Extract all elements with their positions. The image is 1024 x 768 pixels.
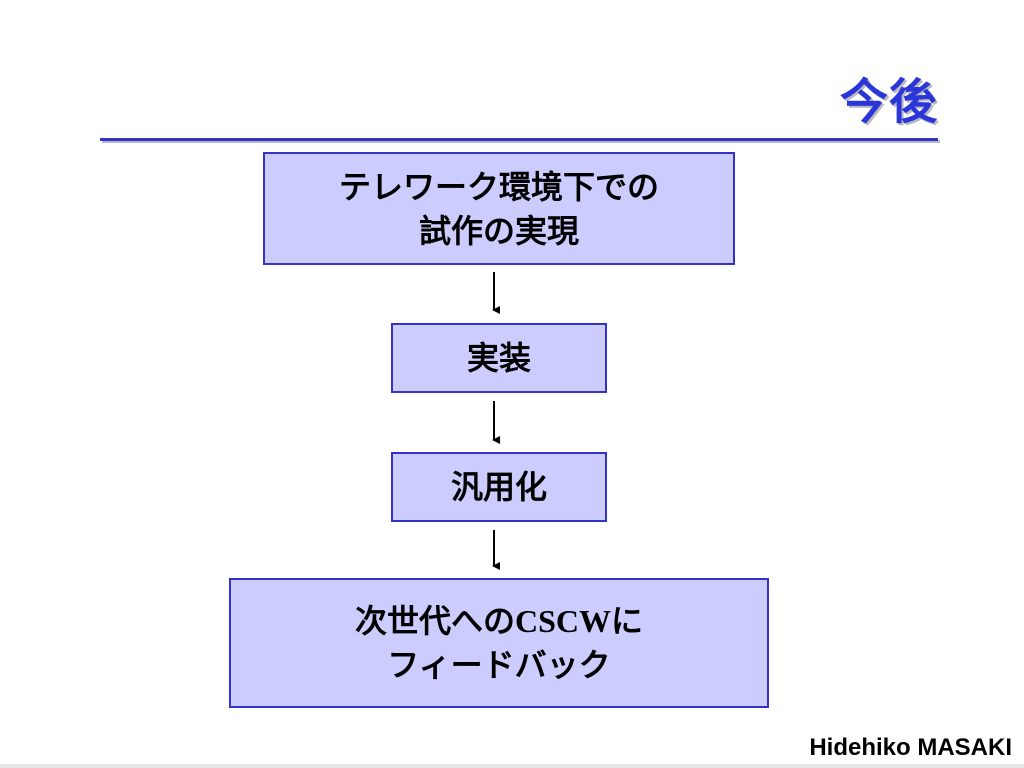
bottom-strip bbox=[0, 764, 1024, 768]
title-underline bbox=[100, 138, 938, 141]
flow-step-feedback-line-2: フィードバック bbox=[387, 646, 611, 684]
author-footer: Hidehiko MASAKI bbox=[809, 734, 1012, 761]
flow-step-feedback-line-1: 次世代へのCSCWに bbox=[355, 599, 643, 643]
flow-step-generalization-label: 汎用化 bbox=[450, 468, 547, 506]
flow-step-feedback-text-b: に bbox=[611, 602, 644, 640]
flow-step-implementation: 実装 bbox=[391, 323, 607, 393]
flow-step-prototype-line-2: 試作の実現 bbox=[418, 211, 579, 250]
flow-step-feedback: 次世代へのCSCWに フィードバック bbox=[229, 578, 769, 708]
slide-title: 今後 bbox=[839, 74, 938, 130]
flow-step-implementation-label: 実装 bbox=[466, 339, 531, 377]
flow-step-prototype: テレワーク環境下での 試作の実現 bbox=[263, 152, 735, 265]
flow-step-feedback-text-cscw: CSCW bbox=[514, 603, 611, 639]
flow-step-feedback-text-a: 次世代への bbox=[354, 602, 515, 640]
flow-step-prototype-line-1: テレワーク環境下での bbox=[338, 167, 659, 206]
flow-step-generalization: 汎用化 bbox=[391, 452, 607, 522]
